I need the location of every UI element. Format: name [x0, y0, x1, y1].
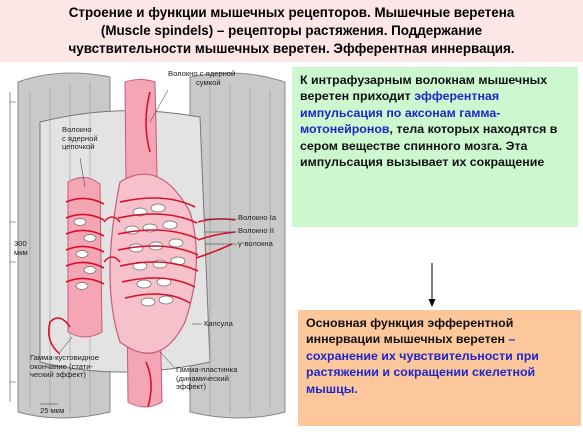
label-nuclear-bag-line-2: сумкой — [196, 77, 221, 87]
label-scale-300-unit: мкм — [14, 247, 28, 257]
muscle-spindle-diagram: Волокно с ядерной сумкой Волокно с ядерн… — [0, 62, 300, 429]
label-gamma-plate-line-2: (динамический — [176, 373, 229, 383]
page-title: Строение и функции мышечных рецепторов. … — [0, 4, 583, 58]
label-nuclear-chain-line-2: с ядерной — [62, 133, 98, 143]
efferent-text-1: К интрафузарным волокнам мышечных верете… — [300, 73, 548, 104]
label-nuclear-bag-line-1: Волокно с ядерной — [168, 69, 236, 78]
efferent-info-box: К интрафузарным волокнам мышечных верете… — [292, 67, 578, 227]
label-gamma-plate-line-1: Гамма-пластинка — [176, 365, 238, 374]
title-bar — [0, 0, 583, 62]
label-fiber-2: Волокно II — [238, 226, 274, 235]
function-info-box: Основная функция эфферентной иннервации … — [298, 310, 581, 426]
label-gamma-bush: Гамма-кустовидное окончание (стати- ческ… — [30, 353, 99, 380]
down-arrow-icon — [428, 263, 436, 307]
function-text-highlight: – сохранение их чувствительности при рас… — [306, 332, 539, 396]
label-capsule: Капсула — [204, 319, 233, 328]
label-gamma-fibers: γ-волокна — [238, 239, 273, 248]
title-line-3: чувствительности мышечных веретен. Эффер… — [68, 41, 515, 56]
function-text-1: Основная функция эфферентной иннервации … — [306, 316, 514, 347]
title-line-2: (Muscle spindels) – рецепторы растяжения… — [100, 23, 483, 38]
label-gamma-plate: Гамма-пластинка (динамический эффект) — [176, 365, 238, 392]
label-gamma-bush-line-3: ческий эффект) — [30, 370, 86, 380]
label-nuclear-bag: Волокно с ядерной сумкой — [168, 69, 236, 87]
efferent-text-2: , тела которых находятся в сером веществ… — [300, 122, 558, 170]
label-nuclear-chain-line-3: цепочкой — [62, 142, 95, 152]
label-scale-300-value: 300 — [14, 239, 27, 248]
label-gamma-plate-line-3: эффект) — [176, 382, 207, 392]
title-line-1: Строение и функции мышечных рецепторов. … — [68, 5, 515, 20]
label-nuclear-chain-line-1: Волокно — [62, 125, 92, 134]
efferent-text-highlight: эфферентная импульсация по аксонам гамма… — [300, 89, 501, 137]
label-gamma-bush-line-2: окончание (стати- — [30, 361, 94, 371]
label-nuclear-chain: Волокно с ядерной цепочкой — [62, 125, 98, 152]
label-scale-300: 300 мкм — [14, 239, 28, 257]
label-scale-25: 25 мкм — [40, 406, 65, 415]
spindle-illustration — [9, 72, 286, 419]
label-gamma-bush-line-1: Гамма-кустовидное — [30, 353, 99, 362]
label-fiber-1a: Волокно Ia — [238, 213, 277, 222]
